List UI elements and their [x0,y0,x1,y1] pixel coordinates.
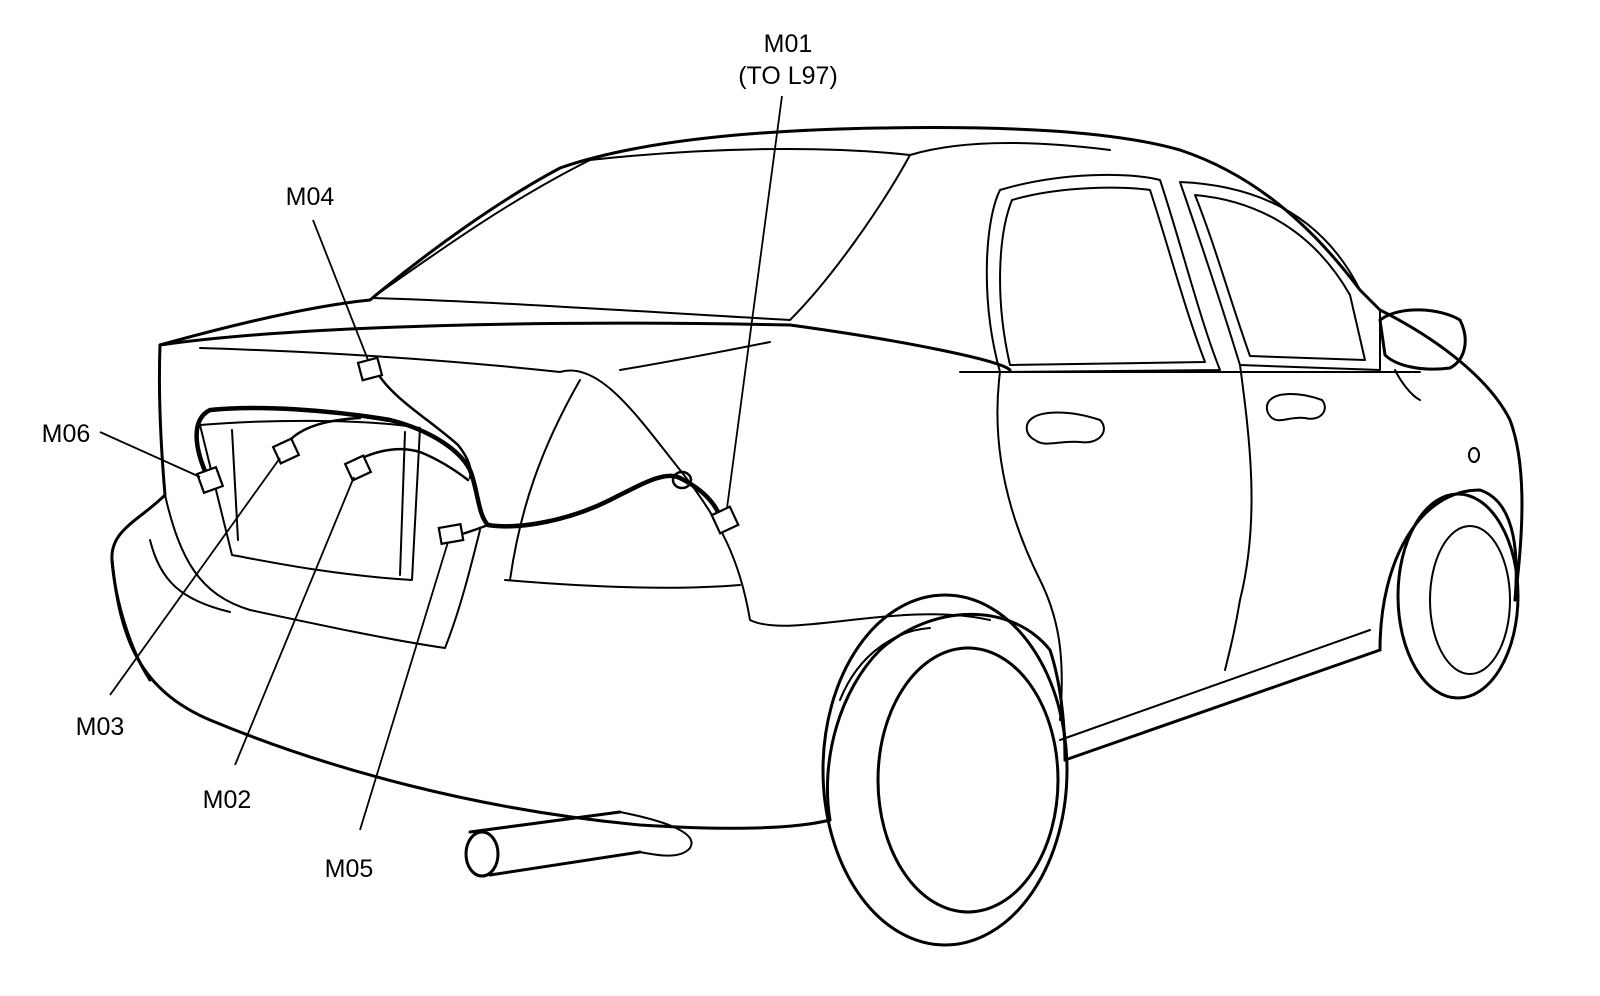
connector-M04-shape [356,356,384,382]
label-M01-line1: M01 [764,30,813,58]
label-M04: M04 [286,183,335,211]
front-wheel [1396,492,1520,700]
label-M06: M06 [42,420,91,448]
label-M01-line2: (TO L97) [738,62,838,90]
connector-M02-shape [343,454,373,482]
label-M03: M03 [76,713,125,741]
label-M01: M01 (TO L97) [738,30,838,90]
exhaust-pipe [464,810,693,878]
leader-lines [99,95,783,831]
rear-wheel [821,593,1069,947]
label-M05: M05 [325,855,374,883]
connector-M06-shape [195,465,225,495]
wiring-harness [194,372,721,540]
connector-M03-shape [271,437,301,465]
connector-M05-shape [437,522,465,546]
connector-M01-shape [710,505,740,535]
car-body [110,126,1524,830]
label-M02: M02 [203,786,252,814]
